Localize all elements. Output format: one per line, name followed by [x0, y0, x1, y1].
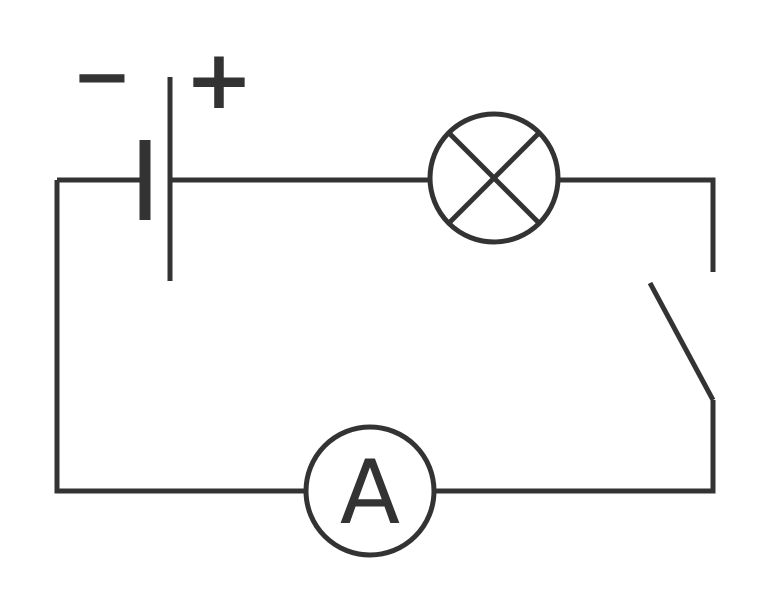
switch-lever	[647, 281, 716, 402]
battery-positive-label: +	[185, 33, 254, 128]
wire-ammeter-to-switch	[434, 400, 716, 494]
ammeter-label: A	[340, 441, 400, 544]
battery-negative-label: −	[72, 34, 132, 118]
lamp	[427, 111, 561, 245]
ammeter-circle	[303, 424, 437, 558]
battery-cell	[139, 77, 173, 281]
wire-left-side	[54, 180, 306, 494]
lamp-cross-line-2	[447, 131, 541, 225]
wire-lamp-to-right	[558, 177, 716, 272]
lamp-circle	[427, 111, 561, 245]
